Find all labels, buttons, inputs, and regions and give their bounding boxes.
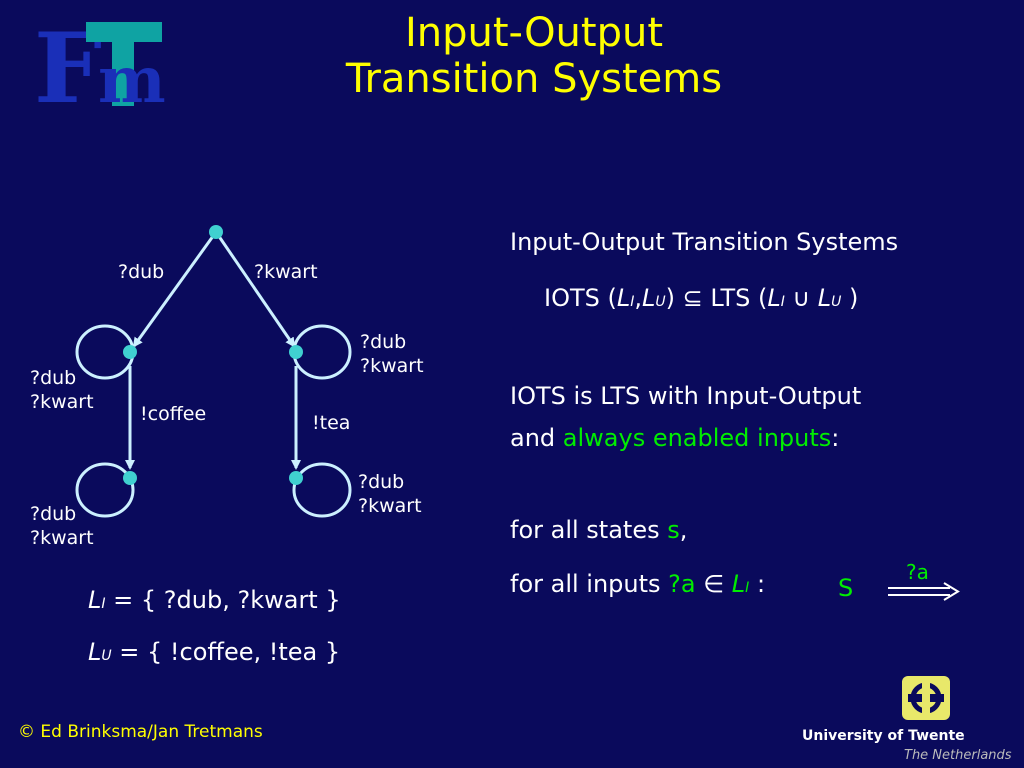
label-root-left: ?dub xyxy=(118,261,165,283)
label-root-right: ?kwart xyxy=(254,261,318,283)
iots-definition: IOTS (LI,LU) ⊆ LTS (LI ∪ LU ) xyxy=(544,284,859,312)
loop-right-bottom xyxy=(292,462,352,518)
state-left-bottom xyxy=(123,471,137,485)
university-name: University of Twente xyxy=(802,728,965,744)
fm-logo: F m xyxy=(34,12,166,125)
iots-line-1: IOTS is LTS with Input-Output xyxy=(510,382,862,410)
edge-root-right xyxy=(214,231,296,348)
double-arrow-icon xyxy=(888,582,960,601)
loop-label-right-mid: ?dub ?kwart xyxy=(360,331,424,377)
svg-text:m: m xyxy=(98,43,166,106)
loop-label-left-mid: ?dub ?kwart xyxy=(30,367,94,413)
set-lu: LU = { !coffee, !tea } xyxy=(88,638,341,666)
edge-root-left xyxy=(132,231,218,348)
heading-iots: Input-Output Transition Systems xyxy=(510,228,899,256)
set-li: LI = { ?dub, ?kwart } xyxy=(88,586,341,614)
arrow-label: ?a xyxy=(906,560,929,584)
for-all-states: for all states s, xyxy=(510,516,688,544)
loop-left-bottom xyxy=(75,462,135,518)
title-line-1: Input-Output xyxy=(404,10,664,56)
state-right-mid xyxy=(289,345,303,359)
iots-line-2: and always enabled inputs: xyxy=(510,424,840,452)
for-all-inputs: for all inputs ?a ∈ LI : xyxy=(510,570,766,598)
title-line-2: Transition Systems xyxy=(345,56,723,102)
state-root xyxy=(209,225,223,239)
label-left-down: !coffee xyxy=(140,403,207,425)
iots-diagram xyxy=(75,225,352,518)
label-right-down: !tea xyxy=(312,412,351,434)
state-left-mid xyxy=(123,345,137,359)
university-country: The Netherlands xyxy=(904,748,1012,763)
slide-title: Input-Output Transition Systems xyxy=(234,10,834,102)
loop-label-left-bottom: ?dub ?kwart xyxy=(30,503,94,549)
loop-label-right-bottom: ?dub ?kwart xyxy=(358,471,422,517)
fm-logo-graphic: F m xyxy=(34,12,166,125)
university-logo-icon xyxy=(902,676,950,720)
state-right-bottom xyxy=(289,471,303,485)
state-symbol-s: S xyxy=(838,574,854,602)
copyright: © Ed Brinksma/Jan Tretmans xyxy=(18,722,263,742)
